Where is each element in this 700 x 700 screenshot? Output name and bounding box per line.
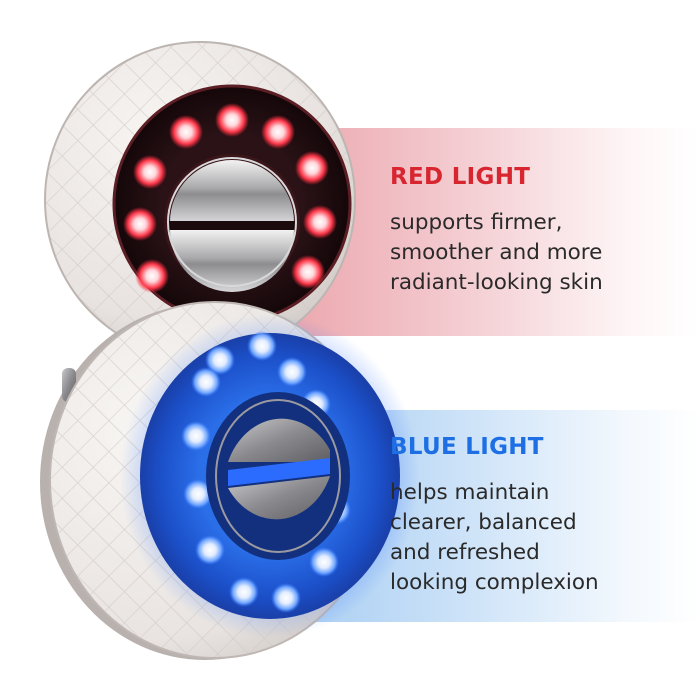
blue-light-line: clearer, balanced — [390, 510, 577, 535]
red-light-description: supports firmer, smoother and more radia… — [390, 208, 603, 298]
red-light-heading: RED LIGHT — [390, 164, 531, 190]
blue-light-line: looking complexion — [390, 570, 599, 595]
red-light-line: radiant-looking skin — [390, 270, 603, 295]
red-light-line: smoother and more — [390, 240, 603, 265]
blue-light-line: helps maintain — [390, 480, 550, 505]
red-light-line: supports firmer, — [390, 210, 563, 235]
blue-light-description: helps maintain clearer, balanced and ref… — [390, 478, 599, 598]
red-light-device-icon — [44, 41, 356, 359]
blue-light-device-icon — [40, 301, 420, 660]
blue-light-heading: BLUE LIGHT — [390, 434, 544, 460]
blue-light-copy: BLUE LIGHT helps maintain clearer, balan… — [390, 430, 599, 598]
red-light-copy: RED LIGHT supports firmer, smoother and … — [390, 160, 603, 298]
blue-light-line: and refreshed — [390, 540, 540, 565]
